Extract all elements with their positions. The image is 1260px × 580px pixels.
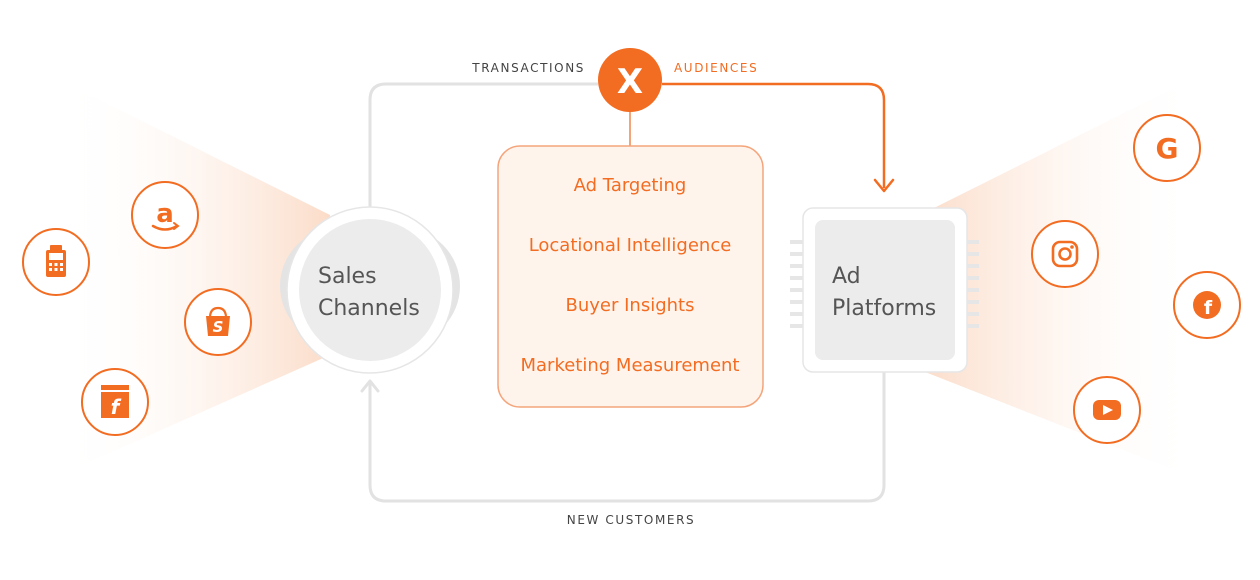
svg-text:S: S <box>213 318 224 336</box>
sales-channels-label-line2: Channels <box>318 296 420 321</box>
svg-text:f: f <box>1204 297 1213 319</box>
amazon-icon: a <box>131 181 199 249</box>
transactions-label: TRANSACTIONS <box>471 61 585 75</box>
google-icon: G <box>1133 114 1201 182</box>
right-chip-pins <box>966 240 979 328</box>
audiences-arrow-line <box>662 82 886 188</box>
instagram-icon <box>1031 220 1099 288</box>
feature-box <box>497 145 764 408</box>
feature-buyer-insights: Buyer Insights <box>566 295 695 316</box>
svg-text:a: a <box>156 199 174 229</box>
ad-platforms-node: Ad Platforms <box>790 207 979 373</box>
pos-terminal-icon <box>22 228 90 296</box>
audiences-label: AUDIENCES <box>674 61 758 75</box>
storefront-icon: f <box>81 368 149 436</box>
new-customers-line <box>368 372 886 503</box>
ad-platforms-label-line2: Platforms <box>832 296 936 321</box>
left-chip-pins <box>790 240 803 328</box>
svg-text:f: f <box>111 395 122 419</box>
feature-ad-targeting: Ad Targeting <box>574 175 687 196</box>
svg-text:G: G <box>1156 132 1179 165</box>
new-customers-arrow-head <box>360 379 380 393</box>
facebook-icon: f <box>1173 271 1241 339</box>
audiences-arrow-head <box>873 178 895 193</box>
hub-symbol: X <box>617 62 643 102</box>
transactions-line <box>368 82 598 210</box>
ad-platforms-label-line1: Ad <box>832 264 861 289</box>
shopify-icon: S <box>184 288 252 356</box>
youtube-icon <box>1073 376 1141 444</box>
hub-circle <box>598 48 662 112</box>
sales-channels-node: Sales Channels <box>280 206 460 374</box>
sales-channels-label-line1: Sales <box>318 264 377 289</box>
feature-marketing-measurement: Marketing Measurement <box>520 355 739 376</box>
new-customers-label: NEW CUSTOMERS <box>567 513 695 527</box>
feature-locational-intelligence: Locational Intelligence <box>529 235 732 256</box>
